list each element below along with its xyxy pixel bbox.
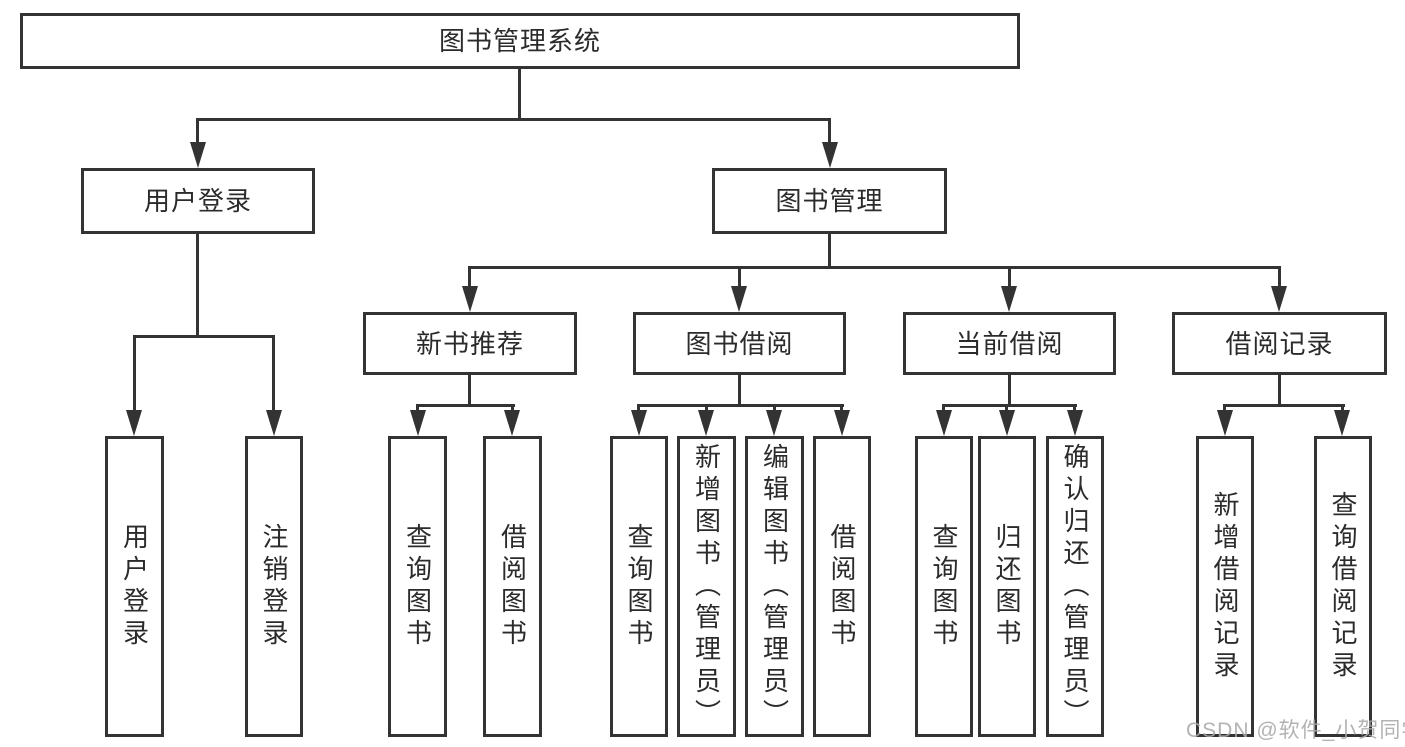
leaf-return-books: 归还图书 [978,436,1036,737]
node-root-label: 图书管理系统 [438,26,601,56]
connector-line [468,266,1281,269]
arrowhead-down-icon [462,286,478,312]
node-book-borrowing: 图书借阅 [633,312,846,375]
leaf-logout: 注销登录 [245,436,303,737]
node-label: 用户登录 [143,186,252,216]
leaf-label: 查询图书 [929,522,959,651]
arrowhead-down-icon [999,410,1015,436]
arrowhead-down-icon [266,410,282,436]
arrowhead-down-icon [1001,286,1017,312]
connector-line [1278,266,1281,296]
node-label: 图书借阅 [685,328,794,359]
connector-line [738,266,741,296]
node-book-management: 图书管理 [712,168,947,234]
leaf-label: 用户登录 [119,522,150,651]
arrowhead-down-icon [631,410,647,436]
connector-line [1223,404,1345,407]
node-borrowing-records: 借阅记录 [1172,312,1387,375]
leaf-query-books-current: 查询图书 [915,436,973,737]
leaf-label: 归还图书 [992,522,1022,651]
connector-line [518,69,521,121]
csdn-watermark: CSDN @软件_小贺同学 [1186,719,1405,742]
arrowhead-down-icon [822,142,838,168]
node-label: 新书推荐 [415,328,524,359]
leaf-label: 确认归还（管理员） [1060,442,1090,731]
connector-line [828,118,831,154]
connector-line [828,234,831,269]
node-label: 图书管理 [775,186,884,216]
leaf-label: 新增图书（管理员） [691,442,722,731]
leaf-label: 查询图书 [402,522,433,651]
arrowhead-down-icon [766,410,782,436]
arrowhead-down-icon [1067,410,1083,436]
connector-line [468,375,471,407]
arrowhead-down-icon [834,410,850,436]
connector-line [468,266,471,296]
arrowhead-down-icon [731,286,747,312]
leaf-label: 借阅图书 [827,522,857,651]
connector-line [1008,266,1011,296]
node-new-book-recommendation: 新书推荐 [363,312,577,375]
connector-line [196,234,199,338]
arrowhead-down-icon [1271,286,1287,312]
leaf-borrow-books: 借阅图书 [813,436,871,737]
leaf-label: 查询借阅记录 [1328,490,1358,683]
arrowhead-down-icon [1334,410,1350,436]
connector-line [133,335,275,338]
leaf-add-borrow-record: 新增借阅记录 [1196,436,1254,737]
connector-line [738,375,741,407]
leaf-query-books-borrow: 查询图书 [610,436,668,737]
connector-line [196,118,831,121]
connector-line [196,118,199,154]
leaf-add-books-admin: 新增图书（管理员） [677,436,736,737]
leaf-label: 注销登录 [259,522,289,651]
leaf-user-login: 用户登录 [105,436,164,737]
node-user-login: 用户登录 [81,168,315,234]
node-current-borrowing: 当前借阅 [903,312,1116,375]
leaf-label: 编辑图书（管理员） [759,442,790,731]
leaf-label: 查询图书 [624,522,654,651]
leaf-query-books-recommend: 查询图书 [388,436,447,737]
leaf-borrow-books-recommend: 借阅图书 [483,436,542,737]
connector-line [416,404,515,407]
arrowhead-down-icon [126,410,142,436]
connector-line [133,335,136,420]
leaf-edit-books-admin: 编辑图书（管理员） [745,436,804,737]
node-root: 图书管理系统 [20,13,1020,69]
connector-line [272,335,275,420]
leaf-confirm-return-admin: 确认归还（管理员） [1046,436,1104,737]
arrowhead-down-icon [504,410,520,436]
leaf-label: 新增借阅记录 [1210,490,1240,683]
arrowhead-down-icon [936,410,952,436]
connector-line [637,404,844,407]
arrowhead-down-icon [698,410,714,436]
leaf-query-borrow-record: 查询借阅记录 [1314,436,1372,737]
connector-line [942,404,1077,407]
node-label: 当前借阅 [955,328,1064,359]
node-label: 借阅记录 [1225,328,1334,359]
arrowhead-down-icon [190,142,206,168]
arrowhead-down-icon [1217,410,1233,436]
leaf-label: 借阅图书 [497,522,528,651]
connector-line [1008,375,1011,407]
arrowhead-down-icon [410,410,426,436]
connector-line [1278,375,1281,407]
